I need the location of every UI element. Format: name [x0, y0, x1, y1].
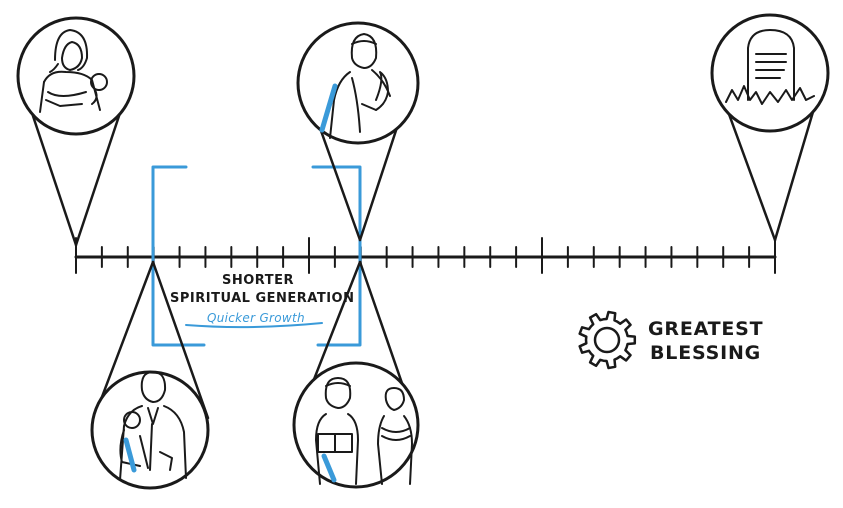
generation-bracket [151, 165, 362, 347]
bracket-label-line2: SPIRITUAL GENERATION [170, 291, 355, 306]
praying-man-icon [296, 21, 420, 145]
gear-icon [578, 310, 637, 370]
bottom-left-pointer [92, 260, 210, 420]
callout-line2: BLESSING [650, 342, 762, 364]
top-right-pointer [720, 93, 820, 242]
teacher-with-student-icon [292, 361, 420, 489]
mother-with-baby-icon [16, 16, 136, 136]
quicker-growth-underline [185, 322, 323, 329]
father-with-child-icon [90, 370, 210, 490]
bracket-sublabel: Quicker Growth [207, 311, 305, 325]
top-left-pointer [24, 93, 128, 247]
callout-line1: GREATEST [648, 318, 764, 340]
bracket-label-line1: SHORTER [222, 273, 294, 288]
gravestone-icon [710, 13, 830, 133]
